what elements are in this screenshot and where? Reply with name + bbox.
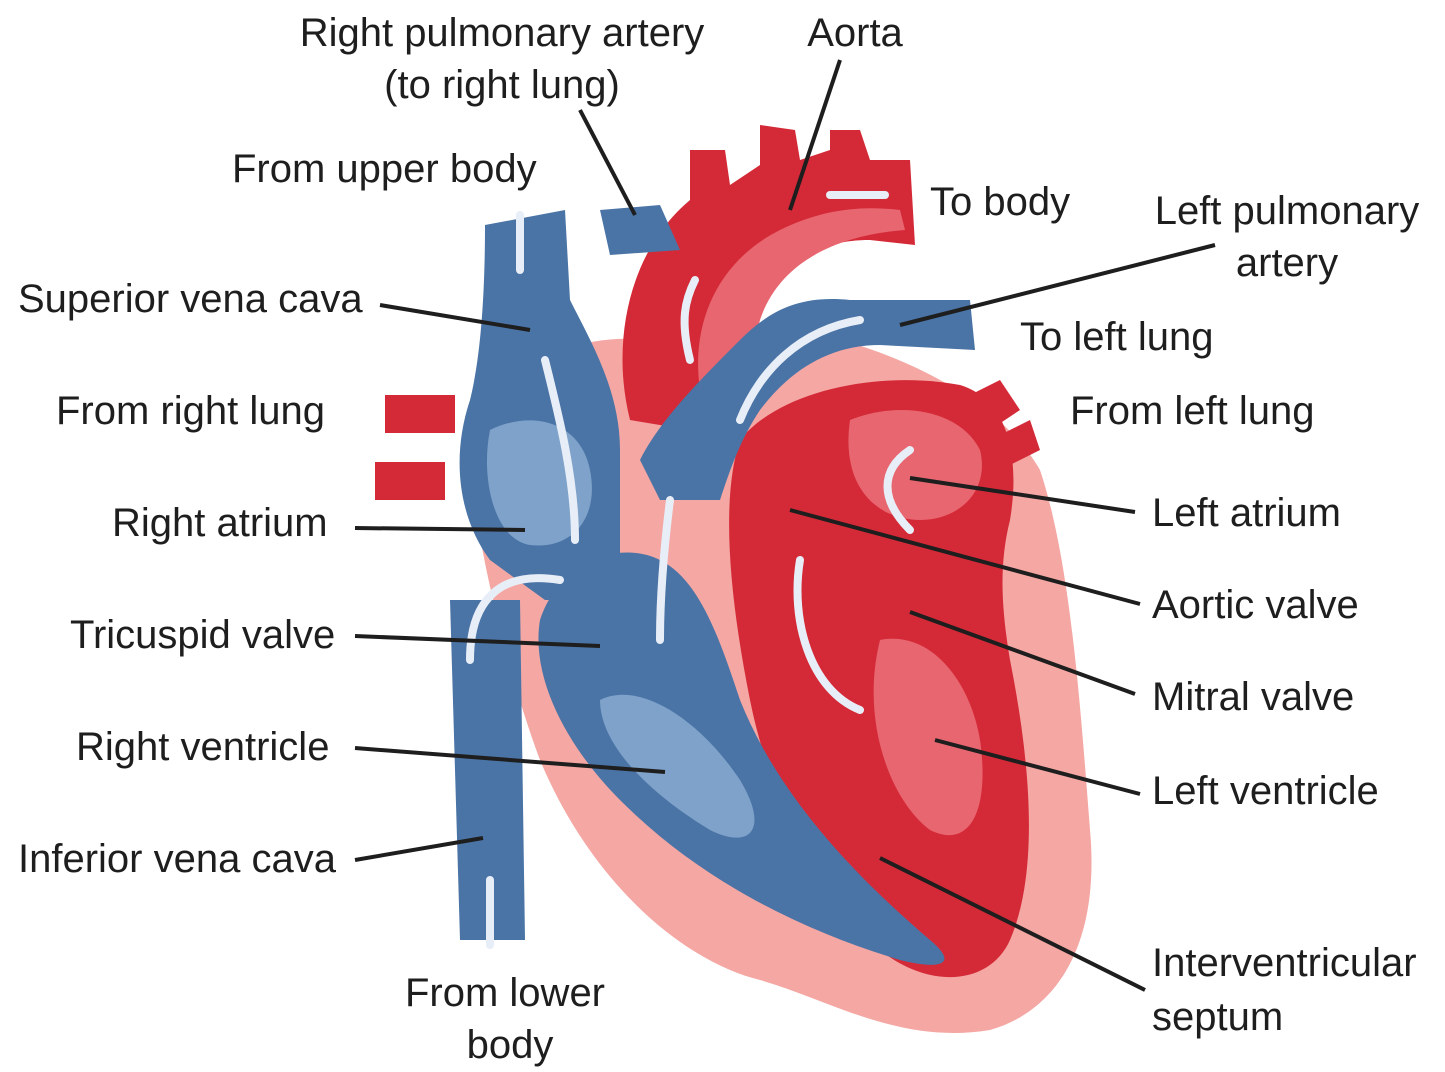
label-aortic-valve: Aortic valve bbox=[1152, 578, 1359, 632]
label-inferior-vena-cava: Inferior vena cava bbox=[18, 832, 336, 886]
label-left-pulmonary-artery-sub: artery bbox=[1236, 236, 1338, 290]
label-interventricular-septum-sub: septum bbox=[1152, 990, 1283, 1044]
right-pulmonary-artery-vessel bbox=[600, 205, 680, 255]
label-aorta: Aorta bbox=[807, 6, 903, 60]
label-from-lower-body-sub: body bbox=[467, 1018, 554, 1072]
leader-right-pulmonary-artery bbox=[580, 110, 635, 215]
label-right-pulmonary-artery: Right pulmonary artery bbox=[300, 6, 705, 60]
label-to-left-lung: To left lung bbox=[1020, 310, 1213, 364]
label-superior-vena-cava: Superior vena cava bbox=[18, 272, 363, 326]
label-right-ventricle: Right ventricle bbox=[76, 720, 329, 774]
label-from-left-lung: From left lung bbox=[1070, 384, 1315, 438]
label-interventricular-septum: Interventricular bbox=[1152, 936, 1417, 990]
label-left-pulmonary-artery: Left pulmonary bbox=[1155, 184, 1420, 238]
label-mitral-valve: Mitral valve bbox=[1152, 670, 1354, 724]
label-from-right-lung: From right lung bbox=[56, 384, 325, 438]
label-from-lower-body: From lower bbox=[405, 966, 605, 1020]
right-pulmonary-vein-lower bbox=[375, 462, 445, 500]
label-right-atrium: Right atrium bbox=[112, 496, 328, 550]
label-left-atrium: Left atrium bbox=[1152, 486, 1341, 540]
label-from-upper-body: From upper body bbox=[232, 142, 537, 196]
label-tricuspid-valve: Tricuspid valve bbox=[70, 608, 335, 662]
leader-right-atrium bbox=[355, 528, 525, 530]
label-right-pulmonary-artery-sub: (to right lung) bbox=[384, 58, 620, 112]
label-left-ventricle: Left ventricle bbox=[1152, 764, 1379, 818]
label-to-body: To body bbox=[930, 175, 1070, 229]
right-pulmonary-vein-upper bbox=[385, 395, 455, 433]
